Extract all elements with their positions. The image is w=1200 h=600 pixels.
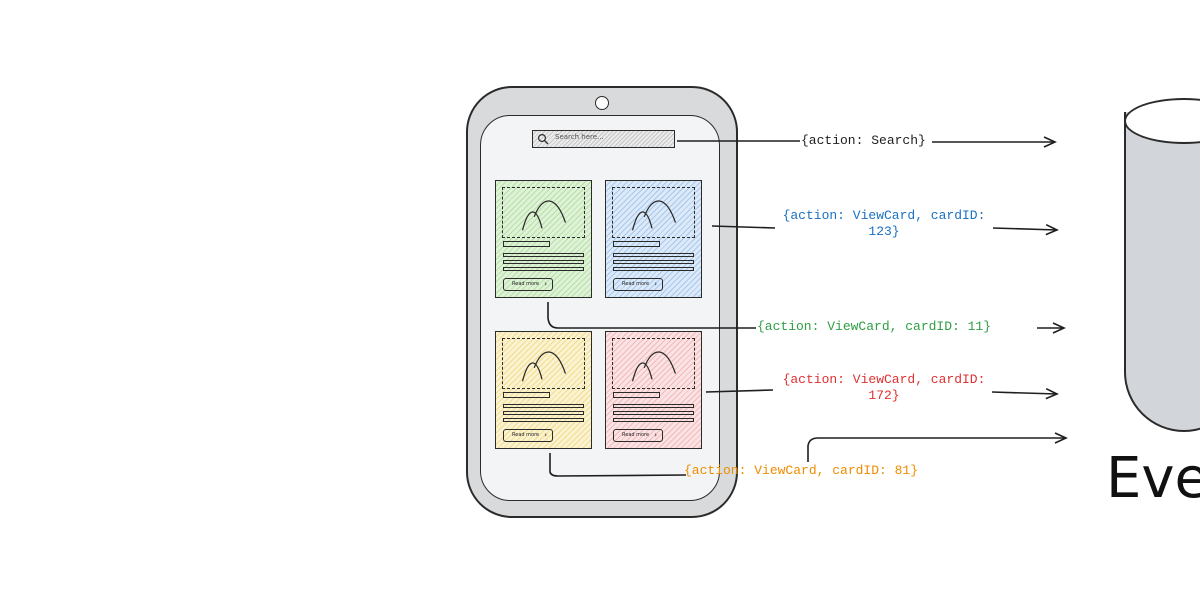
chevron-right-icon: ›: [544, 280, 547, 288]
chevron-right-icon: ›: [654, 280, 657, 288]
event-label-card-11: {action: ViewCard, cardID: 11}: [757, 319, 991, 335]
event-text-line: {action: ViewCard, cardID:: [782, 372, 986, 387]
event-label-search: {action: Search}: [801, 133, 926, 149]
card-81-connector: [549, 453, 687, 477]
card-text-line: [613, 253, 694, 257]
read-more-button[interactable]: Read more ›: [613, 278, 663, 291]
read-more-label: Read more: [512, 432, 540, 438]
card-text-line: [503, 267, 584, 271]
card-81-arrow: [807, 432, 1068, 462]
card-title-bar: [503, 241, 550, 247]
mountain-icon: [631, 351, 677, 382]
read-more-label: Read more: [512, 281, 540, 287]
card-text-line: [613, 260, 694, 264]
card-pink[interactable]: Read more ›: [605, 331, 702, 449]
card-text-line: [503, 253, 584, 257]
card-image-placeholder: [612, 338, 695, 389]
card-123-arrow: [992, 223, 1059, 236]
mountain-icon: [631, 200, 677, 231]
card-text-line: [613, 411, 694, 415]
card-image-placeholder: [502, 187, 585, 238]
read-more-button[interactable]: Read more ›: [613, 429, 663, 442]
card-yellow[interactable]: Read more ›: [495, 331, 592, 449]
card-text-line: [503, 411, 584, 415]
database-label: Eve: [1106, 446, 1200, 511]
event-text-line: 123}: [868, 224, 900, 239]
card-11-connector: [547, 302, 756, 329]
mountain-icon: [521, 200, 567, 231]
event-text-line: 172}: [868, 388, 900, 403]
event-text-line: {action: ViewCard, cardID:: [782, 208, 986, 223]
read-more-button[interactable]: Read more ›: [503, 278, 553, 291]
card-123-connector: [711, 225, 776, 229]
card-text-line: [503, 404, 584, 408]
card-title-bar: [613, 392, 660, 398]
card-text-line: [503, 260, 584, 264]
read-more-button[interactable]: Read more ›: [503, 429, 553, 442]
mountain-icon: [521, 351, 567, 382]
card-title-bar: [503, 392, 550, 398]
event-label-card-123: {action: ViewCard, cardID: 123}: [773, 208, 995, 240]
card-172-arrow: [991, 387, 1059, 400]
card-text-line: [613, 404, 694, 408]
search-input[interactable]: Search here...: [532, 130, 675, 148]
event-label-card-81: {action: ViewCard, cardID: 81}: [684, 463, 918, 479]
card-text-line: [613, 267, 694, 271]
chevron-right-icon: ›: [654, 431, 657, 439]
chevron-right-icon: ›: [544, 431, 547, 439]
read-more-label: Read more: [622, 281, 650, 287]
database-cylinder: [1124, 112, 1200, 432]
event-text: {action: ViewCard, cardID: 11}: [757, 319, 992, 334]
read-more-label: Read more: [622, 432, 650, 438]
event-text: {action: ViewCard, cardID: 81}: [684, 463, 919, 478]
search-icon: [537, 133, 549, 145]
card-blue[interactable]: Read more ›: [605, 180, 702, 298]
search-placeholder: Search here...: [555, 133, 604, 141]
card-172-connector: [705, 389, 774, 393]
card-image-placeholder: [502, 338, 585, 389]
card-text-line: [503, 418, 584, 422]
event-label-card-172: {action: ViewCard, cardID: 172}: [773, 372, 995, 404]
card-image-placeholder: [612, 187, 695, 238]
camera-icon: [595, 96, 609, 110]
card-green[interactable]: Read more ›: [495, 180, 592, 298]
card-title-bar: [613, 241, 660, 247]
event-text: {action: Search}: [801, 133, 926, 148]
card-text-line: [613, 418, 694, 422]
